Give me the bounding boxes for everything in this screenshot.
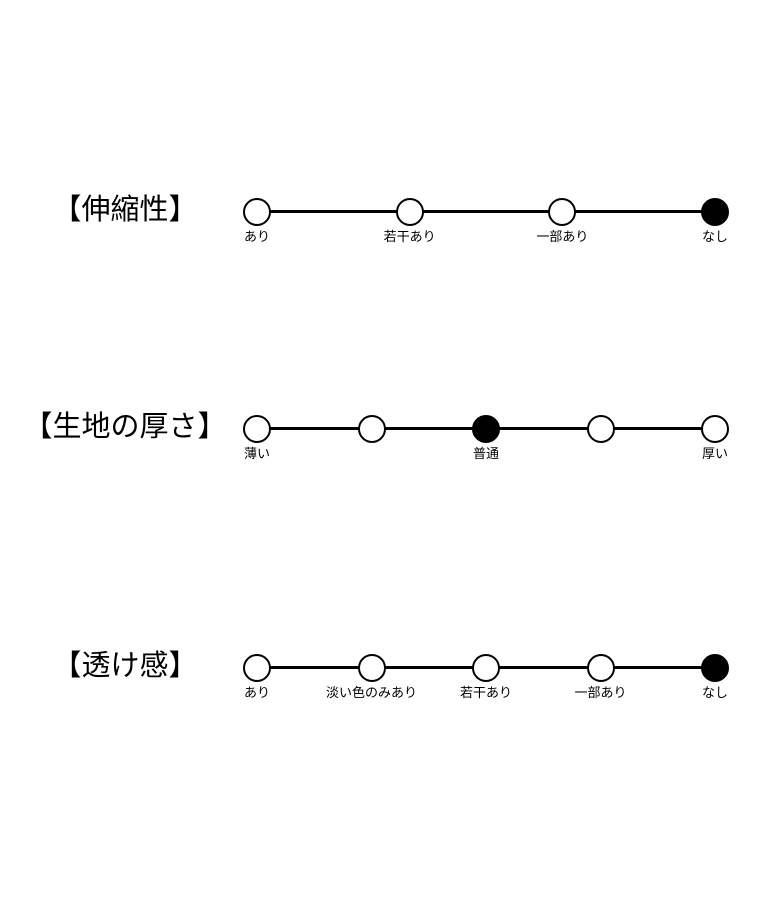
scale-point-selected (701, 654, 729, 682)
scale-title: 【透け感】 (52, 648, 198, 682)
scale-point-selected (701, 198, 729, 226)
scale-point (586, 415, 615, 443)
scale-label: 薄い (243, 447, 271, 462)
scale-title: 【伸縮性】 (52, 192, 198, 226)
scale-point (548, 198, 577, 226)
scale-label: 若干あり (459, 686, 513, 701)
scale-label: なし (701, 230, 729, 245)
scale-label: 普通 (472, 447, 500, 462)
scale-label: 一部あり (536, 230, 589, 245)
scale-label: なし (701, 686, 729, 701)
scale-label: 若干あり (383, 230, 436, 245)
scale-point (472, 654, 500, 682)
scale-point (701, 415, 729, 443)
scale-label: 厚い (701, 447, 729, 462)
scale-point (243, 198, 271, 226)
scale-point (586, 654, 615, 682)
scale-track (257, 210, 715, 213)
scale-label: 淡い色のみあり (325, 686, 418, 701)
scale-label: あり (243, 686, 271, 701)
scale-point (243, 654, 271, 682)
scale-point (395, 198, 424, 226)
scale-point (357, 415, 386, 443)
scale-title: 【生地の厚さ】 (23, 409, 227, 443)
scale-label: あり (243, 230, 271, 245)
scale-point (357, 654, 386, 682)
scale-point-selected (472, 415, 500, 443)
scale-point (243, 415, 271, 443)
scale-label: 一部あり (574, 686, 627, 701)
